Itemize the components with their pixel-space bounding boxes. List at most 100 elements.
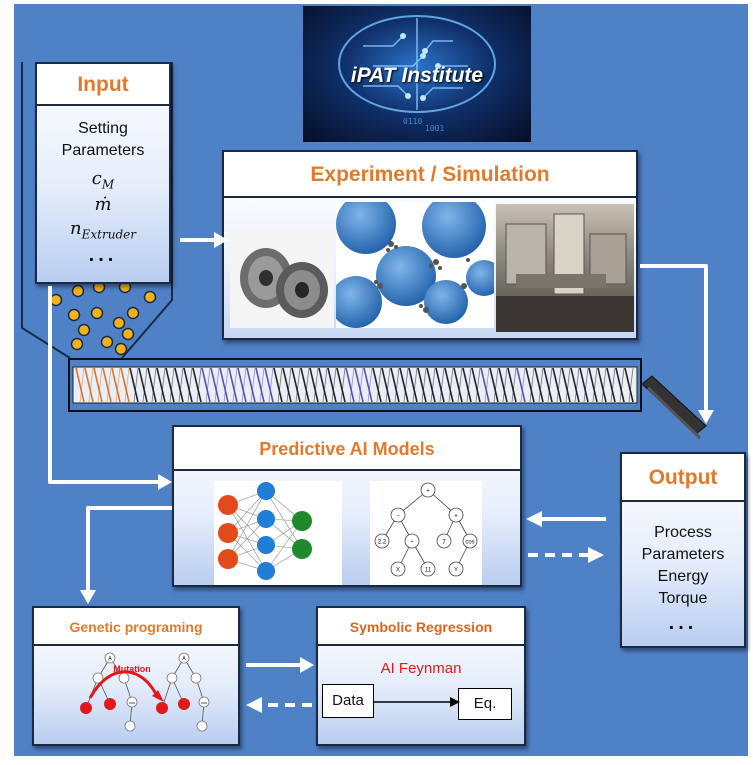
screw-flight — [273, 367, 283, 403]
screw-flight — [516, 367, 526, 403]
screw-flight-back — [277, 367, 283, 403]
tree-node-label: cos — [465, 540, 474, 546]
screw-flight — [399, 367, 409, 403]
screw-flight — [489, 367, 499, 403]
screw-flight — [291, 367, 301, 403]
symbolic-regression-title: Symbolic Regression — [318, 608, 524, 646]
screw-flight — [552, 367, 562, 403]
screw-flight — [219, 367, 229, 403]
screw-flight-back — [142, 367, 148, 403]
screw-flight-back — [547, 367, 553, 403]
screw-flight — [534, 367, 544, 403]
svg-text:0110: 0110 — [403, 117, 422, 126]
screw-flight — [138, 367, 148, 403]
screw-flight-back — [457, 367, 463, 403]
output-energy-label: Energy — [657, 568, 709, 585]
extruder-barrel — [68, 358, 642, 412]
screw-flight-back — [628, 367, 634, 403]
input-var-cm: cM — [91, 168, 115, 192]
screw-flight — [606, 367, 616, 403]
screw-flight — [318, 367, 328, 403]
screw-flight — [363, 367, 373, 403]
predictive-models-title: Predictive AI Models — [174, 427, 520, 471]
experiment-title: Experiment / Simulation — [224, 152, 636, 198]
screw-flight-back — [115, 367, 121, 403]
svg-text:cos: cos — [201, 700, 207, 705]
screw-flight-back — [340, 367, 346, 403]
tree-node — [390, 561, 406, 577]
screw-flight-back — [232, 367, 238, 403]
screw-flight-back — [322, 367, 328, 403]
tree-node-label: 7 — [442, 540, 446, 546]
tree-node — [374, 533, 390, 549]
screw-flight-back — [529, 367, 535, 403]
screw-flight-back — [295, 367, 301, 403]
svg-text:A: A — [182, 656, 186, 662]
screw-flight — [579, 367, 589, 403]
output-title: Output — [622, 454, 744, 502]
experiment-to-output-arrow — [640, 264, 708, 410]
equation-box: Eq. — [458, 688, 512, 720]
input-box: Input Setting Parameters cM ṁ nExtruder … — [35, 62, 171, 284]
screw-flight — [588, 367, 598, 403]
brain-banner: 0110 1001 iPAT Institute — [303, 6, 531, 142]
screw-flight-back — [376, 367, 382, 403]
input-ellipsis: ... — [88, 244, 118, 266]
screw-flight — [354, 367, 364, 403]
screw-flight-back — [151, 367, 157, 403]
screw-flight-back — [583, 367, 589, 403]
tree-node-label: 11 — [425, 568, 432, 574]
screw-flight-back — [187, 367, 193, 403]
screw-flight-back — [538, 367, 544, 403]
tree-node — [420, 561, 436, 577]
screw-flight-back — [475, 367, 481, 403]
tree-node — [390, 507, 406, 523]
screw-flight — [453, 367, 463, 403]
tree-node-label: − — [396, 514, 400, 520]
screw-flight — [543, 367, 553, 403]
neural-network-image — [214, 481, 342, 585]
input-var-nextruder: nExtruder — [70, 218, 136, 242]
screw-flight-back — [205, 367, 211, 403]
screw-flight — [408, 367, 418, 403]
screw-flight-back — [304, 367, 310, 403]
symbolic-regression-box: Symbolic Regression AI Feynman Data Eq. — [316, 606, 526, 746]
pellets — [49, 280, 157, 356]
screw-flight — [264, 367, 274, 403]
screw-flight — [300, 367, 310, 403]
data-box: Data — [322, 684, 374, 718]
screw-flight — [102, 367, 112, 403]
screw-flight-back — [79, 367, 85, 403]
screw-flight — [597, 367, 607, 403]
screw-flight — [561, 367, 571, 403]
brain-title: iPAT Institute — [350, 64, 484, 87]
tree-node — [404, 533, 420, 549]
svg-text:A: A — [108, 656, 112, 662]
screw-flight-back — [268, 367, 274, 403]
tree-node — [436, 533, 452, 549]
screw-flight-back — [160, 367, 166, 403]
input-to-predictive-arrow — [48, 286, 158, 484]
mutation-label: Mutation — [113, 664, 151, 674]
particle-simulation-image — [336, 202, 494, 328]
svg-text:cos: cos — [129, 700, 135, 705]
screw-flight — [390, 367, 400, 403]
screw-flight — [507, 367, 517, 403]
screw-flight — [444, 367, 454, 403]
screw-flight-back — [610, 367, 616, 403]
data-to-equation-arrow — [374, 697, 460, 707]
tree-node — [462, 533, 478, 549]
output-box: Output Process Parameters Energy Torque … — [620, 452, 746, 648]
screw-flight-back — [412, 367, 418, 403]
screw-flight — [426, 367, 436, 403]
screw-flight — [525, 367, 535, 403]
screw-flight-back — [439, 367, 445, 403]
screw-flight — [372, 367, 382, 403]
screw-flight-back — [367, 367, 373, 403]
screw-flight — [570, 367, 580, 403]
screw-flight — [417, 367, 427, 403]
tree-node — [420, 482, 436, 498]
